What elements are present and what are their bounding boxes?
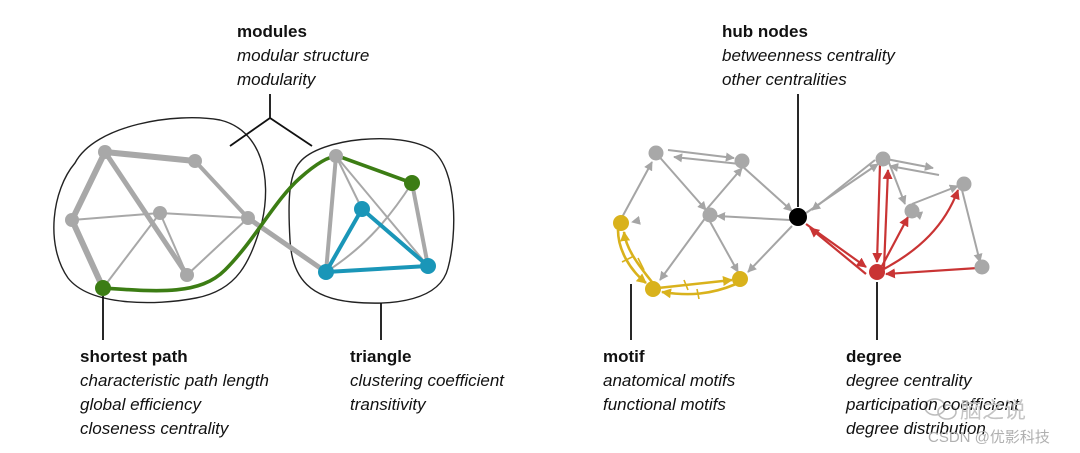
- label-modules: modules modular structure modularity: [237, 20, 369, 92]
- module-outline-left: [53, 117, 267, 304]
- shortest-path-line: [101, 154, 414, 293]
- label-shortest-path-item: closeness centrality: [80, 419, 229, 438]
- label-modules-item: modular structure: [237, 46, 370, 65]
- thick-edges: [69, 149, 430, 291]
- node-hub: [789, 208, 807, 226]
- node-red: [869, 264, 885, 280]
- label-triangle-item: clustering coefficient: [350, 371, 505, 390]
- degree-edges: [805, 163, 979, 279]
- triangle-edges: [324, 207, 430, 274]
- node-gray: [702, 207, 718, 223]
- label-hub-nodes-item: betweenness centrality: [722, 46, 895, 65]
- gray-directed-edges: [619, 149, 983, 281]
- node-green: [95, 280, 111, 296]
- label-shortest-path-item: global efficiency: [80, 395, 201, 414]
- right-network: [613, 94, 990, 340]
- node-gray: [956, 176, 972, 192]
- node-gray: [875, 151, 891, 167]
- node-gray: [904, 203, 920, 219]
- module-outline-right: [288, 137, 455, 304]
- node-yellow: [732, 271, 748, 287]
- watermark-logo-icon: [924, 398, 957, 420]
- node-blue: [420, 258, 436, 274]
- node-green: [404, 175, 420, 191]
- node-gray: [98, 145, 112, 159]
- label-shortest-path-title: shortest path: [80, 347, 188, 366]
- left-network: [53, 94, 455, 340]
- node-gray: [734, 153, 750, 169]
- label-triangle-item: transitivity: [350, 395, 426, 414]
- label-shortest-path: shortest path characteristic path length…: [80, 345, 269, 441]
- motif-edges: [616, 229, 737, 299]
- thin-edges: [71, 155, 429, 289]
- label-motif-title: motif: [603, 347, 645, 366]
- node-gray: [974, 259, 990, 275]
- node-gray: [180, 268, 194, 282]
- node-yellow: [645, 281, 661, 297]
- modules-bracket: [229, 94, 313, 147]
- label-degree-item: degree centrality: [846, 371, 972, 390]
- label-degree-title: degree: [846, 347, 902, 366]
- watermark-brand: 脑之说: [960, 398, 1027, 423]
- label-motif-item: functional motifs: [603, 395, 726, 414]
- label-shortest-path-item: characteristic path length: [80, 371, 269, 390]
- node-gray: [65, 213, 79, 227]
- motif-ticks: [621, 255, 700, 300]
- node-blue: [354, 201, 370, 217]
- label-degree-item: degree distribution: [846, 419, 986, 438]
- node-gray: [153, 206, 167, 220]
- node-blue: [318, 264, 334, 280]
- node-gray: [188, 154, 202, 168]
- node-gray: [241, 211, 255, 225]
- label-triangle: triangle clustering coefficient transiti…: [350, 345, 504, 417]
- label-degree-item: participation coefficient: [846, 395, 1019, 414]
- label-modules-title: modules: [237, 22, 307, 41]
- node-yellow: [613, 215, 629, 231]
- label-motif-item: anatomical motifs: [603, 371, 736, 390]
- label-motif: motif anatomical motifs functional motif…: [603, 345, 735, 417]
- label-hub-nodes-title: hub nodes: [722, 22, 808, 41]
- node-gray: [329, 149, 343, 163]
- label-degree: degree degree centrality participation c…: [846, 345, 1019, 441]
- label-triangle-title: triangle: [350, 347, 412, 366]
- label-hub-nodes: hub nodes betweenness centrality other c…: [722, 20, 895, 92]
- node-gray: [648, 145, 664, 161]
- watermark-credit: CSDN @优影科技: [928, 429, 1050, 446]
- label-modules-item: modularity: [237, 70, 316, 89]
- label-hub-nodes-item: other centralities: [722, 70, 847, 89]
